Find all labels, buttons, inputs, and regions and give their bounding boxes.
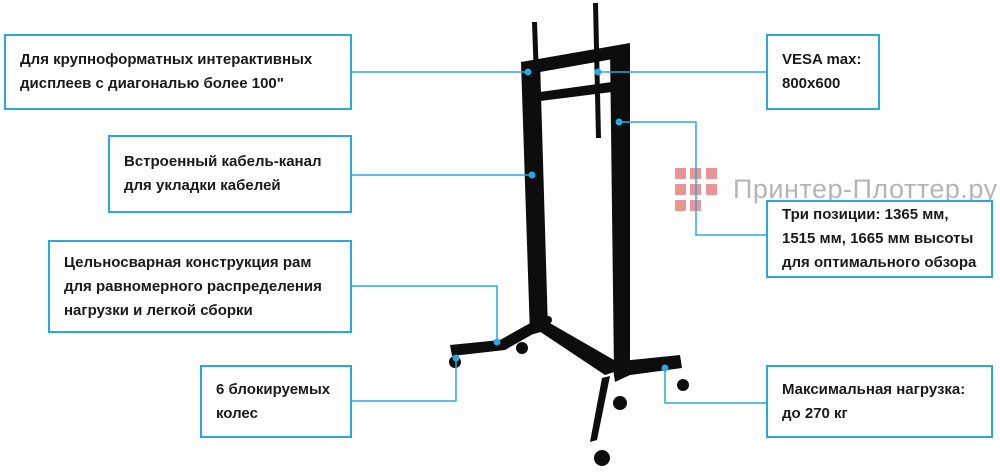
callout-dots: [452, 68, 669, 372]
callout-vesa: VESA max: 800x600: [766, 34, 880, 110]
stand-frame: [449, 3, 689, 466]
callout-heights: Три позиции: 1365 мм, 1515 мм, 1665 мм в…: [766, 200, 993, 278]
watermark-text: Принтер-Плоттер.ру: [733, 174, 998, 204]
callout-welded-frame: Цельносварная конструкция рам для равном…: [48, 240, 352, 333]
callout-display-size: Для крупноформатных интерактивных диспле…: [4, 34, 352, 110]
callout-cable-channel: Встроенный кабель-канал для укладки кабе…: [108, 135, 352, 213]
callout-max-load: Максимальная нагрузка: до 270 кг: [766, 365, 993, 438]
callout-wheels: 6 блокируемых колес: [200, 365, 352, 438]
callout-leaders: [352, 71, 766, 404]
